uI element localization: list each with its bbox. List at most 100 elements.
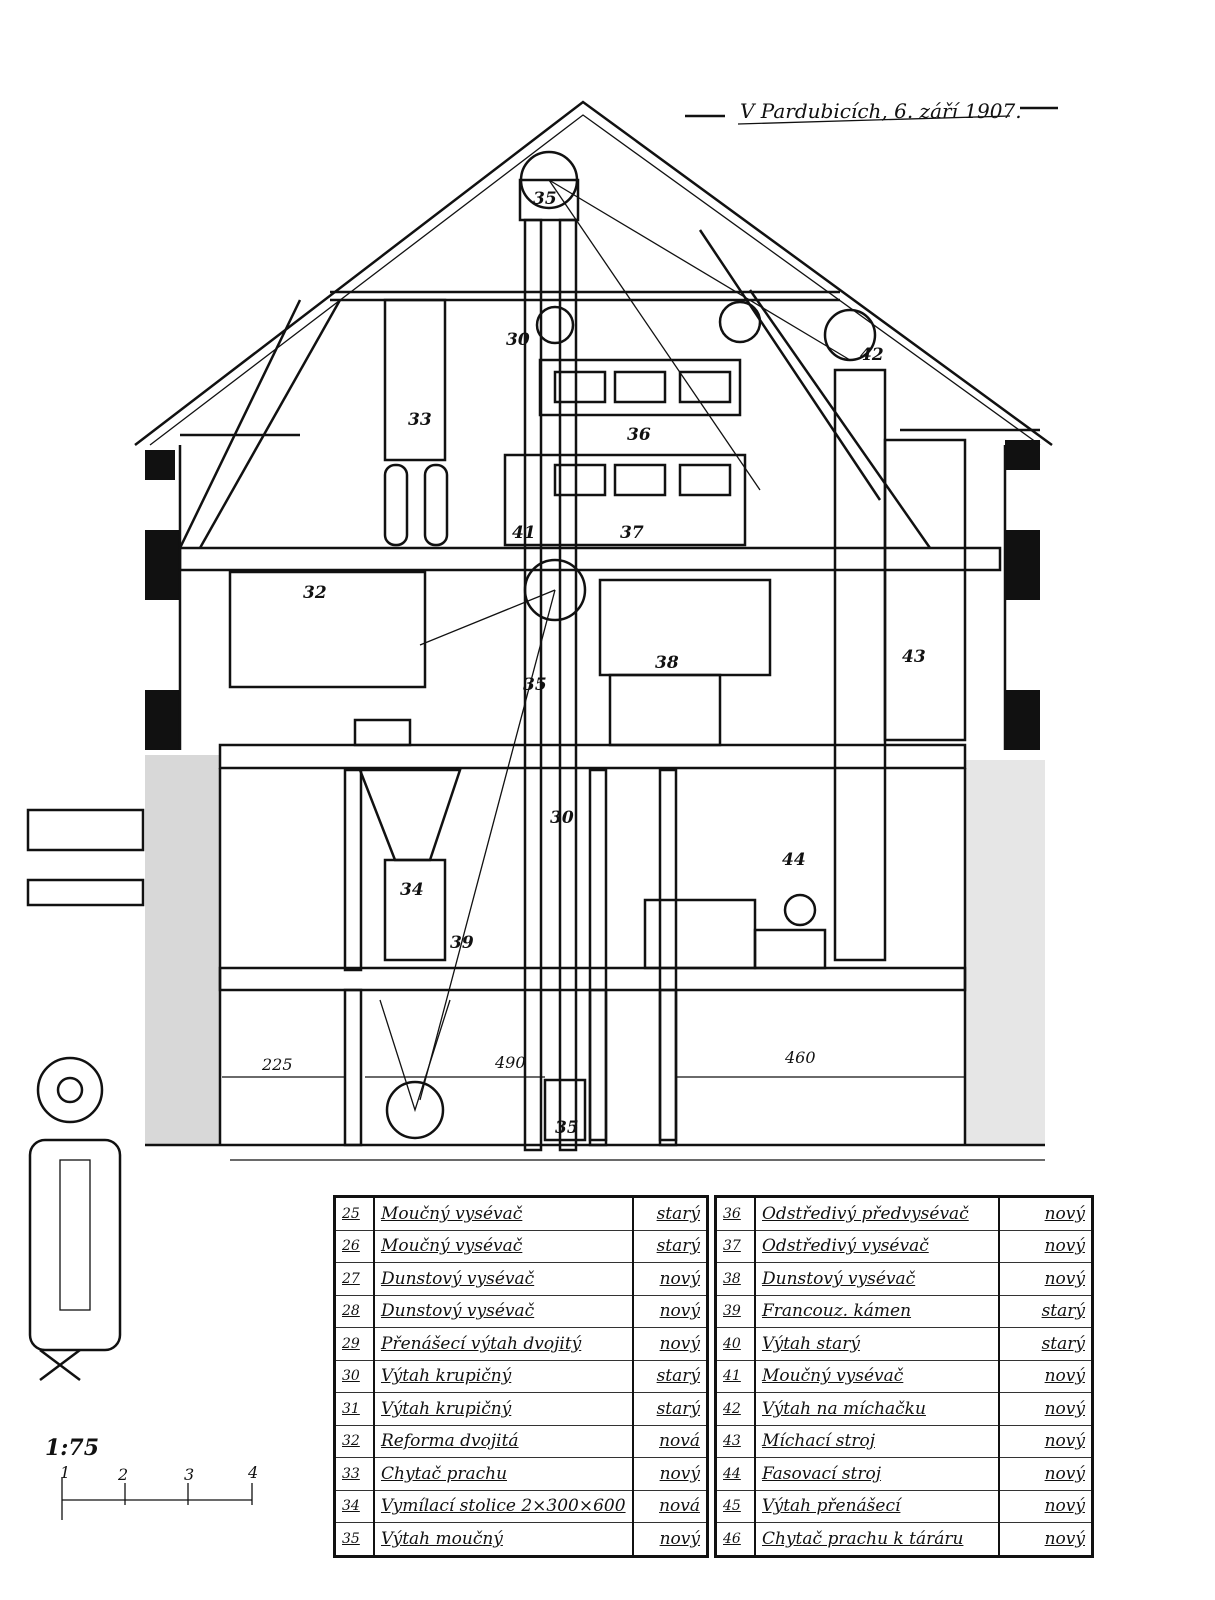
scale-tick: 3: [184, 1465, 194, 1484]
machines: [228, 358, 827, 970]
label-41: 41: [512, 523, 536, 543]
legend-name: Výtah na míchačku: [754, 1392, 999, 1426]
legend-number: 39: [714, 1295, 755, 1328]
legend-number: 27: [333, 1262, 374, 1296]
legend-number: 34: [333, 1490, 374, 1523]
legend-status: starý: [998, 1295, 1093, 1328]
legend-name: Výtah starý: [754, 1327, 999, 1361]
legend-name: Francouz. kámen: [754, 1295, 999, 1328]
legend-status: nový: [631, 1262, 708, 1296]
legend-name: Dunstový vysévač: [373, 1262, 633, 1296]
label-35-bottom: 35: [555, 1118, 579, 1138]
label-30-low: 30: [550, 808, 574, 828]
legend-number: 44: [714, 1457, 755, 1491]
legend-number: 38: [714, 1262, 755, 1296]
legend-number: 46: [714, 1522, 755, 1557]
legend-number: 35: [333, 1522, 374, 1557]
label-42: 42: [860, 345, 884, 365]
legend-name: Vymílací stolice 2×300×600: [373, 1490, 633, 1523]
legend-number: 31: [333, 1392, 374, 1426]
label-39: 39: [450, 933, 474, 953]
legend-name: Přenášecí výtah dvojitý: [373, 1327, 633, 1361]
legend-status: nová: [631, 1490, 708, 1523]
legend-number: 28: [333, 1295, 374, 1328]
legend-number: 37: [714, 1230, 755, 1263]
legend-name: Fasovací stroj: [754, 1457, 999, 1491]
label-43: 43: [902, 647, 926, 667]
label-36: 36: [627, 425, 651, 445]
label-35-mid: 35: [523, 675, 547, 695]
dimension-right: 460: [784, 1048, 816, 1067]
legend-status: nový: [998, 1392, 1093, 1426]
legend-name: Výtah moučný: [373, 1522, 633, 1557]
legend-status: nový: [998, 1360, 1093, 1393]
legend-number: 36: [714, 1196, 755, 1231]
legend-name: Dunstový vysévač: [754, 1262, 999, 1296]
legend-status: starý: [631, 1196, 708, 1231]
legend-name: Moučný vysévač: [754, 1360, 999, 1393]
label-33: 33: [408, 410, 432, 430]
legend-status: nový: [998, 1522, 1093, 1557]
legend-number: 43: [714, 1425, 755, 1458]
legend-status: starý: [631, 1392, 708, 1426]
dimension-middle: 490: [494, 1053, 526, 1072]
legend-status: nový: [631, 1522, 708, 1557]
label-34: 34: [400, 880, 424, 900]
label-44: 44: [782, 850, 806, 870]
legend-number: 42: [714, 1392, 755, 1426]
legend-number: 41: [714, 1360, 755, 1393]
roof: [134, 100, 1053, 549]
legend-status: nový: [998, 1490, 1093, 1523]
legend-name: Moučný vysévač: [373, 1230, 633, 1263]
walls: [145, 440, 1045, 1145]
scale-bar: 1:75 1 2 3 4: [45, 1435, 258, 1520]
scale-tick: 1: [60, 1463, 70, 1482]
scale-label: 1:75: [45, 1435, 99, 1461]
legend-status: starý: [631, 1230, 708, 1263]
legend-number: 45: [714, 1490, 755, 1523]
legend-status: nový: [998, 1230, 1093, 1263]
legend-status: nová: [631, 1425, 708, 1458]
legend-name: Výtah krupičný: [373, 1360, 633, 1393]
title-text: V Pardubicích, 6. září 1907.: [740, 99, 1022, 123]
legend-name: Chytač prachu k táráru: [754, 1522, 999, 1557]
legend-name: Výtah krupičný: [373, 1392, 633, 1426]
legend-name: Výtah přenášecí: [754, 1490, 999, 1523]
legend-status: nový: [631, 1457, 708, 1491]
legend-name: Míchací stroj: [754, 1425, 999, 1458]
label-37: 37: [620, 523, 644, 543]
legend-status: nový: [998, 1425, 1093, 1458]
legend-number: 33: [333, 1457, 374, 1491]
label-38: 38: [655, 653, 679, 673]
label-32: 32: [303, 583, 327, 603]
legend-number: 30: [333, 1360, 374, 1393]
legend-name: Moučný vysévač: [373, 1196, 633, 1231]
legend-number: 29: [333, 1327, 374, 1361]
elevators: [343, 150, 967, 1152]
adjacent-structure: [26, 808, 145, 1381]
legend-name: Odstředivý předvysévač: [754, 1196, 999, 1231]
scale-tick: 4: [247, 1463, 258, 1482]
legend-status: nový: [998, 1196, 1093, 1231]
legend-number: 26: [333, 1230, 374, 1263]
